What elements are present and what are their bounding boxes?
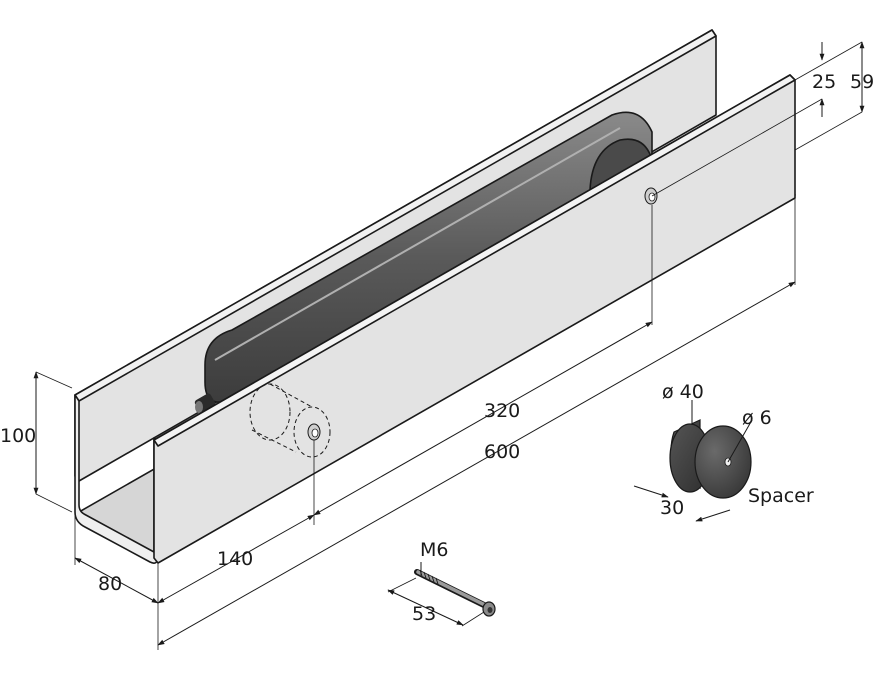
spacer-part [669,419,752,499]
mounting-hole-left [307,423,321,441]
spacer-dimension-lines [633,400,753,522]
spacer-thickness: 30 [660,497,684,519]
dimension-lines [33,41,865,646]
dim-hole-depth-small: 25 [812,71,836,93]
screw-thread-size: M6 [420,539,448,561]
dim-line-total [157,281,796,646]
spacer-label: Spacer [748,485,814,507]
spacer-outer-diameter: ø 40 [662,381,704,403]
dim-hole-spacing: 320 [484,400,520,422]
dim-height: 100 [0,425,36,447]
spacer-inner-diameter: ø 6 [742,407,772,429]
dim-length-total: 600 [484,441,520,463]
m6-screw [414,569,496,617]
dim-width: 80 [98,573,122,595]
screw-shank-fill [416,570,487,607]
spacer-face [694,425,752,499]
screw-length: 53 [412,603,436,625]
dim-line-width [74,557,159,604]
dim-hole-depth-large: 59 [850,71,874,93]
dim-hole-offset: 140 [217,548,253,570]
mounting-hole-right [644,187,658,205]
screw-dimension-lines [387,562,485,627]
